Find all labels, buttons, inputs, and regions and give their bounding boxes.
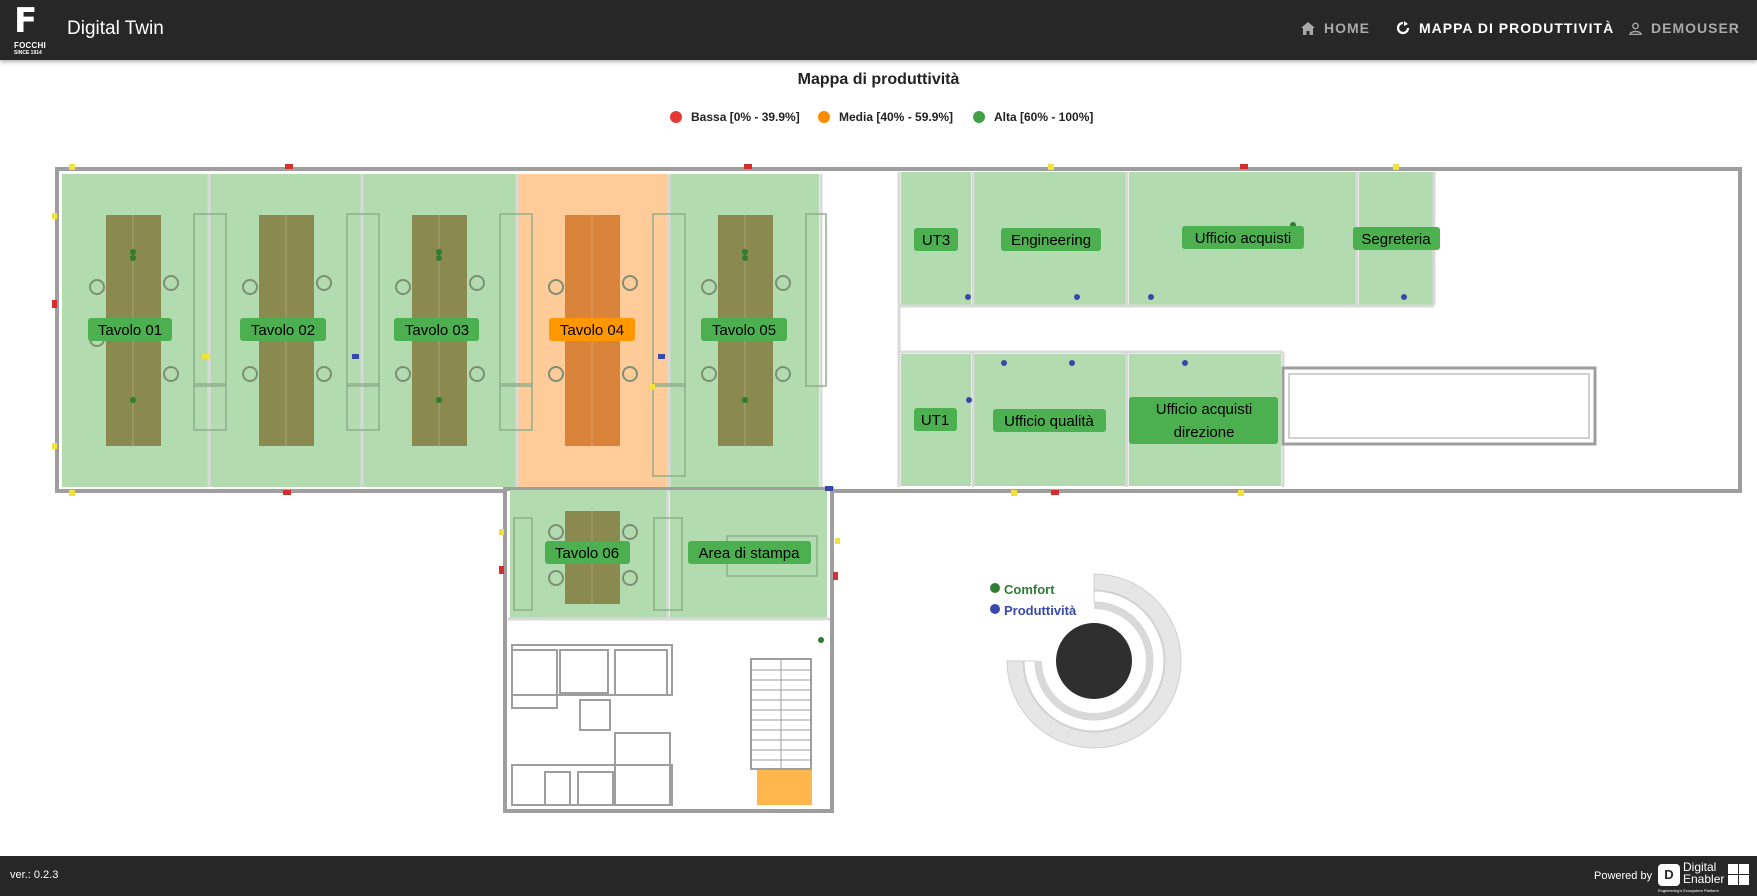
brand-line2: Enabler [1683, 872, 1725, 886]
sensors [52, 164, 1407, 643]
top-app-bar: F FOCCHI SINCE 1914 Digital Twin HOME MA… [0, 0, 1757, 60]
label-ufficio-acquisti-direzione-line1: Ufficio acquisti [1156, 401, 1252, 418]
focchi-logo[interactable]: F FOCCHI SINCE 1914 [12, 1, 50, 56]
legend-dot-orange [818, 111, 830, 123]
label-tavolo-05: Tavolo 05 [712, 322, 776, 339]
badge-ut3[interactable] [914, 228, 958, 251]
label-ut3: UT3 [922, 232, 950, 249]
produttivita-legend-dot [990, 604, 1000, 614]
label-ufficio-qualita: Ufficio qualità [1004, 413, 1094, 430]
comfort-legend-dot [990, 583, 1000, 593]
produttivita-legend-label: Produttività [1004, 603, 1077, 618]
app-title: Digital Twin [67, 18, 164, 39]
stairs-steps [751, 659, 811, 769]
floor-plan-map: Tavolo 01 Tavolo 02 Tavolo 03 Tavolo 04 … [52, 164, 1742, 813]
brand-tagline: Engineering's Ecosystem Platform [1658, 888, 1719, 893]
label-segreteria: Segreteria [1361, 231, 1431, 248]
chairs [89, 275, 791, 586]
badge-ut1[interactable] [914, 408, 957, 431]
nav-home[interactable]: HOME [1301, 20, 1370, 36]
lower-wing-rooms [511, 644, 673, 806]
nav-mappa-label: MAPPA DI PRODUTTIVITÀ [1419, 20, 1615, 36]
label-area-stampa: Area di stampa [699, 545, 801, 562]
digital-enabler-logo[interactable]: D Digital Enabler Engineering's Ecosyste… [1658, 861, 1750, 893]
gauge-center [1056, 623, 1132, 699]
logo-name: FOCCHI [14, 41, 46, 50]
legend-item-bassa: Bassa [0% - 39.9%] [670, 110, 800, 124]
legend-item-media: Media [40% - 59.9%] [818, 110, 953, 124]
gauge-widget: Comfort Produttività [990, 573, 1182, 749]
label-tavolo-03: Tavolo 03 [405, 322, 469, 339]
badge-tavolo-04[interactable] [549, 318, 635, 341]
label-engineering: Engineering [1011, 232, 1091, 249]
cabinets [193, 213, 827, 611]
label-tavolo-04: Tavolo 04 [560, 322, 624, 339]
legend-label: Bassa [0% - 39.9%] [691, 110, 800, 124]
nav-home-label: HOME [1324, 20, 1370, 36]
logo-letter: F [14, 1, 38, 41]
badge-tavolo-01[interactable] [88, 318, 172, 341]
badge-tavolo-02[interactable] [240, 318, 326, 341]
badge-tavolo-06[interactable] [545, 541, 630, 564]
logo-since: SINCE 1914 [14, 50, 42, 56]
label-tavolo-06: Tavolo 06 [555, 545, 619, 562]
powered-by-label: Powered by [1594, 870, 1653, 882]
comfort-arc [1006, 573, 1182, 749]
label-tavolo-02: Tavolo 02 [251, 322, 315, 339]
user-icon [1629, 22, 1642, 35]
page-title: Mappa di produttività [797, 71, 960, 88]
label-ufficio-acquisti: Ufficio acquisti [1195, 230, 1291, 247]
badge-segreteria[interactable] [1353, 227, 1440, 250]
nav-mappa-produttivita[interactable]: MAPPA DI PRODUTTIVITÀ [1396, 20, 1614, 36]
badge-engineering[interactable] [1001, 228, 1101, 251]
legend-dot-green [973, 111, 985, 123]
stairs-landing [757, 770, 812, 805]
home-icon [1301, 21, 1315, 35]
comfort-legend-label: Comfort [1004, 582, 1055, 597]
legend-label: Media [40% - 59.9%] [839, 110, 954, 124]
legend-item-alta: Alta [60% - 100%] [973, 110, 1093, 124]
nav-user-label: DEMOUSER [1651, 20, 1740, 36]
label-ufficio-acquisti-direzione-line2: direzione [1174, 424, 1235, 441]
badge-tavolo-05[interactable] [701, 318, 787, 341]
footer: ver.: 0.2.3 Powered by D Digital Enabler… [0, 856, 1757, 896]
badge-tavolo-03[interactable] [394, 318, 479, 341]
right-storage-box [1281, 366, 1597, 446]
badge-ufficio-acquisti-direzione[interactable] [1129, 397, 1278, 444]
label-tavolo-01: Tavolo 01 [98, 322, 162, 339]
legend-dot-red [670, 111, 682, 123]
brand-line1: Digital [1683, 860, 1717, 874]
badge-ufficio-acquisti[interactable] [1182, 226, 1304, 249]
label-ut1: UT1 [921, 412, 949, 429]
refresh-icon [1396, 21, 1410, 35]
legend-label: Alta [60% - 100%] [994, 110, 1094, 124]
badge-ufficio-qualita[interactable] [993, 409, 1106, 432]
digital-enabler-icon: D [1658, 864, 1680, 886]
badge-area-stampa[interactable] [688, 541, 811, 564]
nav-user-menu[interactable]: DEMOUSER [1629, 20, 1740, 36]
version-label: ver.: 0.2.3 [10, 869, 59, 881]
